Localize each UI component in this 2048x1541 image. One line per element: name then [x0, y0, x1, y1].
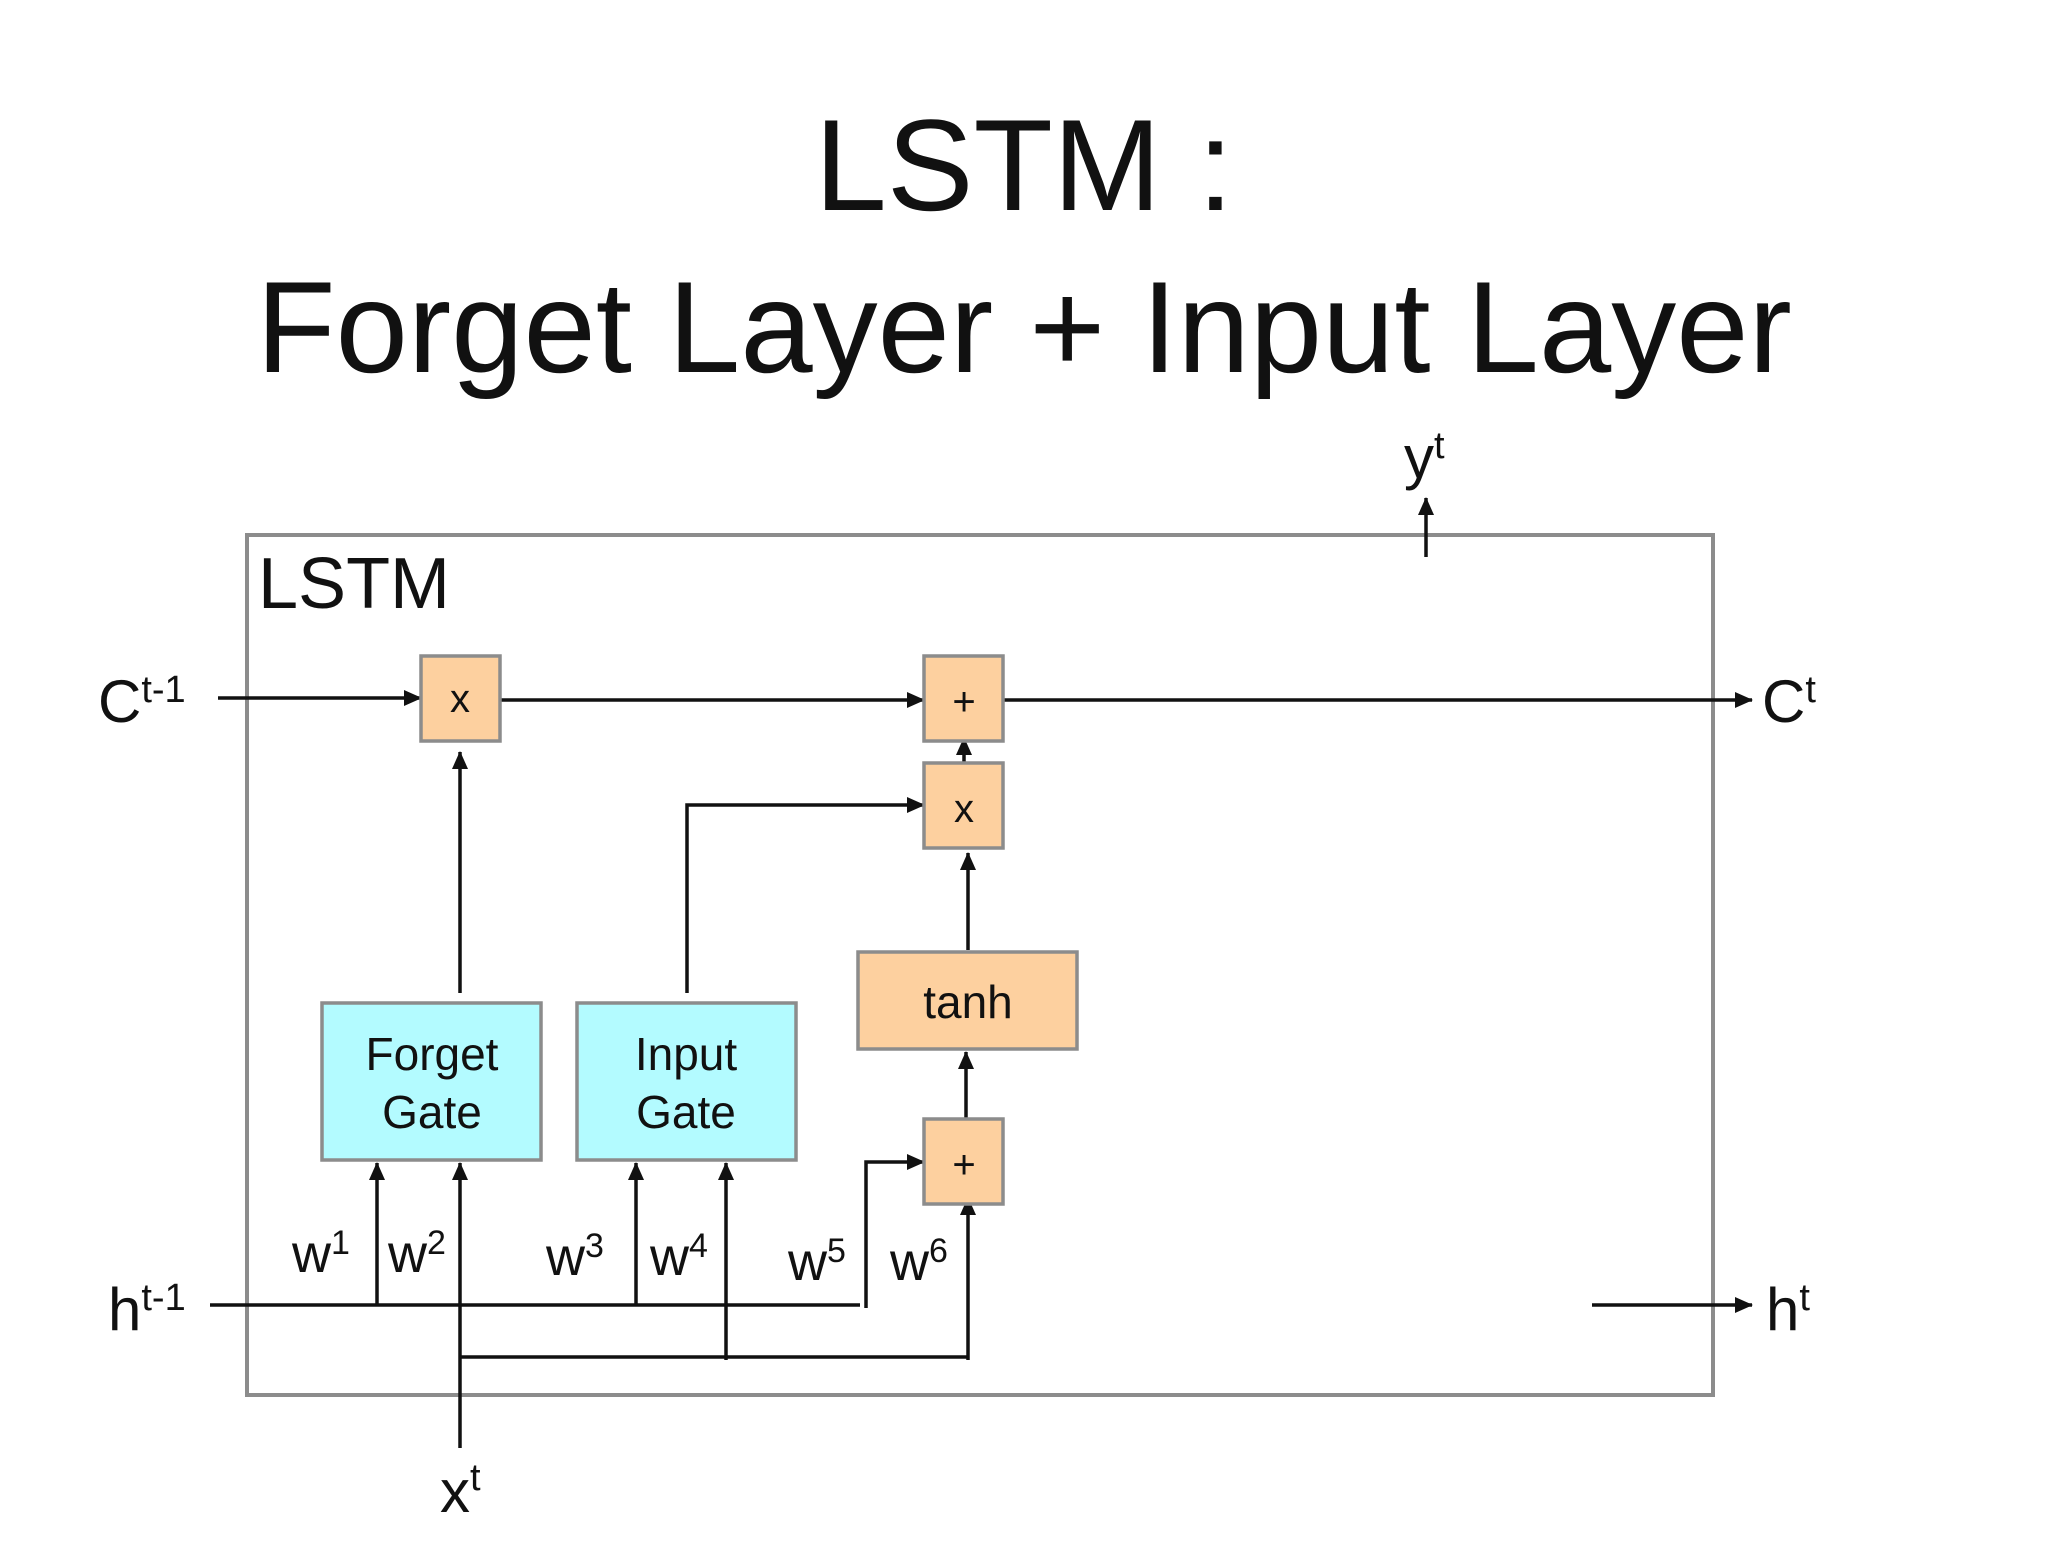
w4-label: w4 — [649, 1227, 708, 1287]
input-gate: Input Gate — [575, 1001, 798, 1162]
mul-forget-node: x — [419, 654, 502, 743]
lstm-frame — [245, 533, 1715, 1397]
title-line-1: LSTM : — [815, 92, 1234, 238]
forget-gate: Forget Gate — [320, 1001, 543, 1162]
add-cell-box — [922, 654, 1005, 743]
tanh-node: tanh — [856, 950, 1079, 1051]
add-cell-label: + — [952, 680, 975, 724]
add-candidate-label: + — [952, 1143, 975, 1187]
w6-label: w6 — [889, 1232, 948, 1292]
lstm-frame-label: LSTM — [258, 544, 450, 624]
forget-gate-line-1: Forget — [366, 1028, 499, 1080]
tanh-label: tanh — [923, 976, 1013, 1028]
h-prev-label: ht-1 — [108, 1276, 186, 1343]
w5-label: w5 — [787, 1232, 846, 1292]
y-label: yt — [1404, 424, 1445, 491]
w3-label: w3 — [545, 1227, 604, 1287]
arrow-input-to-mul — [685, 797, 925, 993]
add-candidate-node: + — [922, 1117, 1005, 1206]
arrow-w5 — [864, 1154, 925, 1308]
mul-forget-box — [419, 654, 502, 743]
h-next-label: ht — [1766, 1276, 1810, 1343]
c-prev-label: Ct-1 — [98, 668, 186, 735]
mul-input-box — [922, 761, 1005, 850]
x-label: xt — [440, 1457, 481, 1525]
w2-label: w2 — [387, 1224, 446, 1284]
input-gate-box — [575, 1001, 798, 1162]
title-line-2: Forget Layer + Input Layer — [256, 254, 1792, 400]
input-gate-line-2: Gate — [636, 1086, 736, 1138]
add-cell-node: + — [922, 654, 1005, 743]
forget-gate-box — [320, 1001, 543, 1162]
tanh-box — [856, 950, 1079, 1051]
w1-label: w1 — [291, 1224, 350, 1284]
mul-forget-label: x — [450, 677, 470, 721]
mul-input-node: x — [922, 761, 1005, 850]
mul-input-label: x — [954, 787, 974, 831]
c-next-label: Ct — [1762, 668, 1816, 735]
forget-gate-line-2: Gate — [382, 1086, 482, 1138]
connections — [210, 497, 1753, 1448]
input-gate-line-1: Input — [635, 1028, 738, 1080]
add-candidate-box — [922, 1117, 1005, 1206]
